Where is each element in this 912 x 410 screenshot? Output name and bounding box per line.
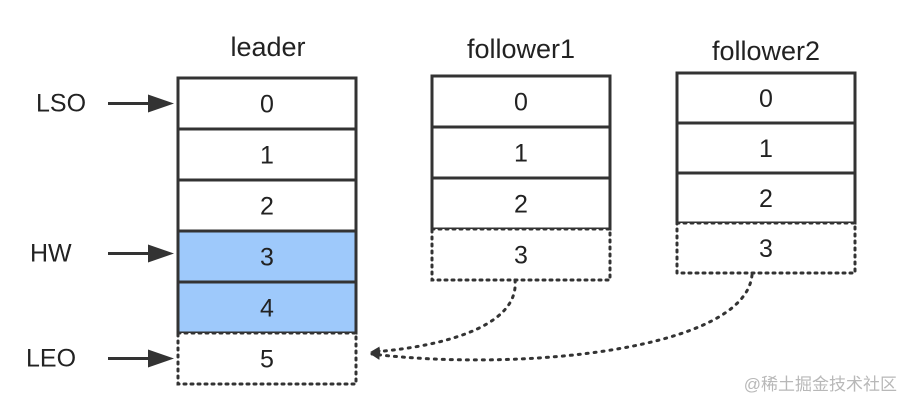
leader-cell-3 bbox=[176, 229, 358, 284]
follower2-to-leo-arrow bbox=[370, 273, 754, 362]
leader-cell-label-1: 1 bbox=[260, 142, 274, 170]
leader-cell-label-0: 0 bbox=[260, 91, 274, 119]
follower2-cell-label-1: 1 bbox=[759, 135, 773, 163]
leader-cell-0 bbox=[176, 76, 358, 131]
follower1-log: 0 1 2 3 bbox=[430, 74, 612, 282]
follower2-log: 0 1 2 3 bbox=[675, 71, 857, 275]
follower1-cell-1 bbox=[430, 125, 612, 180]
watermark-text: @稀土掘金技术社区 bbox=[744, 375, 897, 394]
follower1-title: follower1 bbox=[467, 34, 575, 64]
follower2-cell-label-2: 2 bbox=[759, 185, 773, 213]
marker-label-leo: LEO bbox=[26, 345, 76, 373]
leader-cell-label-4: 4 bbox=[260, 295, 274, 323]
marker-arrow-head-hw bbox=[148, 244, 174, 263]
leader-log: 0 1 2 3 4 5 bbox=[176, 76, 358, 386]
leader-title: leader bbox=[230, 32, 305, 62]
follower1-cell-label-3: 3 bbox=[514, 242, 528, 270]
follower1-cell-0 bbox=[430, 74, 612, 129]
leader-cell-5 bbox=[176, 331, 358, 386]
follower1-cell-label-0: 0 bbox=[514, 89, 528, 117]
follower1-cell-label-2: 2 bbox=[514, 191, 528, 219]
follower2-cell-3 bbox=[675, 221, 857, 275]
marker-label-lso: LSO bbox=[36, 90, 86, 118]
follower2-cell-1 bbox=[675, 121, 857, 175]
leader-cell-label-2: 2 bbox=[260, 193, 274, 221]
follower2-title: follower2 bbox=[712, 36, 820, 66]
follower2-cell-label-0: 0 bbox=[759, 85, 773, 113]
marker-arrow-head-leo bbox=[148, 349, 174, 368]
follower1-to-leo-arrow bbox=[370, 278, 517, 357]
follower1-cell-label-1: 1 bbox=[514, 140, 528, 168]
follower1-cell-2 bbox=[430, 176, 612, 231]
follower1-cell-3 bbox=[430, 227, 612, 282]
offset-markers: LSO HW LEO bbox=[26, 90, 174, 373]
leader-cell-label-5: 5 bbox=[260, 346, 274, 374]
marker-arrow-head-lso bbox=[148, 94, 174, 113]
marker-label-hw: HW bbox=[30, 240, 72, 268]
follower2-cell-label-3: 3 bbox=[759, 235, 773, 263]
leader-cell-label-3: 3 bbox=[260, 244, 274, 272]
